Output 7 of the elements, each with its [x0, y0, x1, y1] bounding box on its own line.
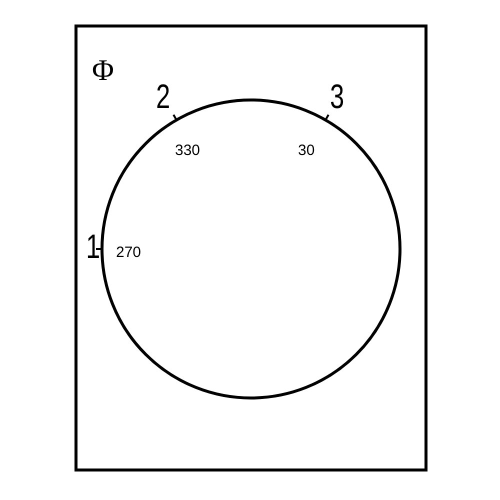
position-number: 1 [86, 230, 100, 264]
angle-label: 270 [116, 245, 142, 260]
phase-symbol: Φ [92, 53, 114, 89]
angle-label: 30 [298, 143, 315, 158]
position-number: 2 [156, 80, 170, 114]
position-number: 3 [330, 80, 344, 114]
angle-label: 330 [175, 143, 200, 158]
